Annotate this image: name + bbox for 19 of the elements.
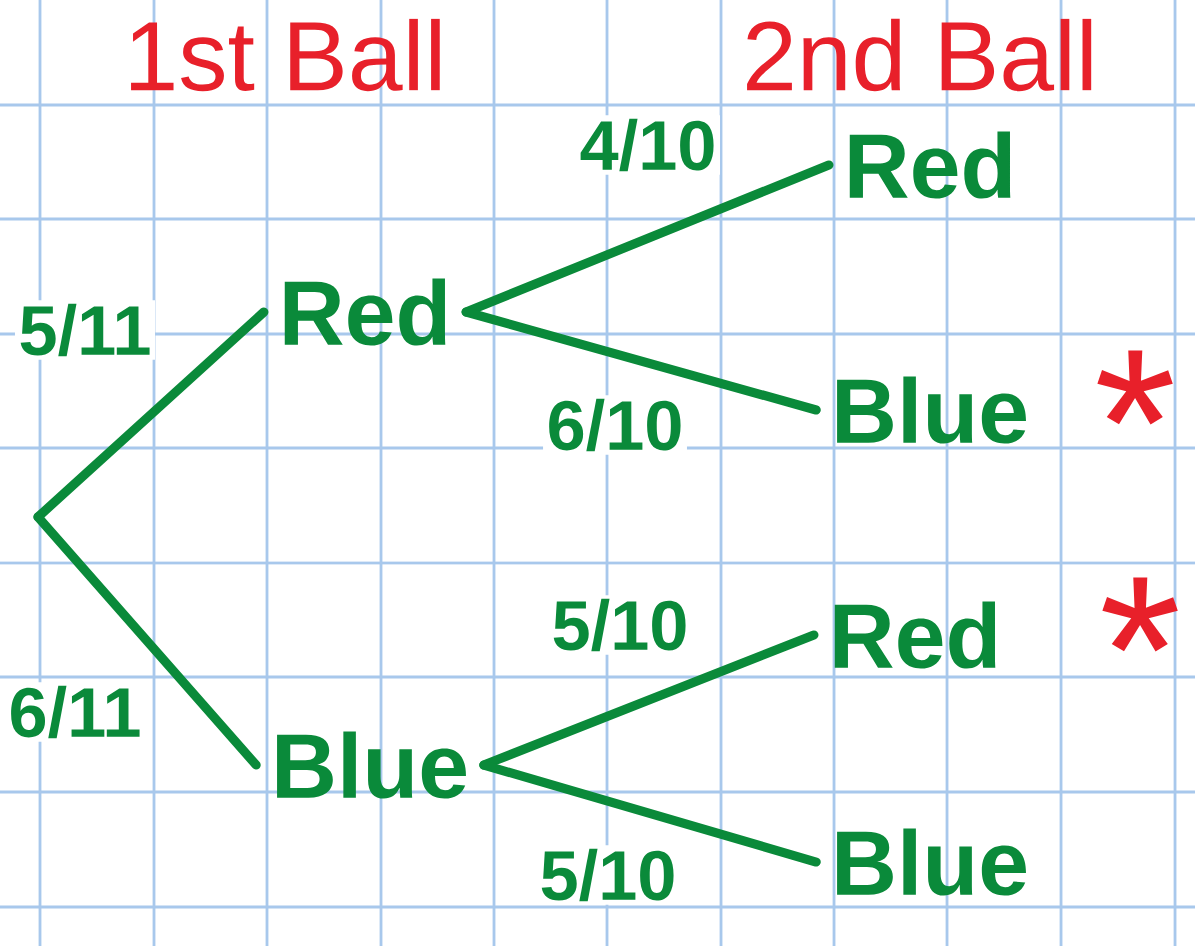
branch-outcome: Red: [284, 278, 446, 346]
branch-outcome: Red: [849, 131, 1011, 199]
branch-line: [33, 512, 261, 770]
probability-label: 6/11: [5, 682, 146, 742]
branch-line: [479, 760, 821, 867]
star-mark: *: [1097, 350, 1173, 425]
branch-outcome: Blue: [837, 828, 1026, 896]
column-heading: 2nd Ball: [747, 18, 1092, 92]
star-mark: *: [1102, 577, 1178, 652]
branch-outcome: Blue: [277, 731, 466, 799]
probability-label: 6/10: [543, 395, 687, 455]
column-heading: 1st Ball: [131, 18, 440, 92]
probability-label: 5/10: [548, 595, 692, 655]
probability-label: 5/11: [15, 300, 156, 360]
probability-label: 5/10: [536, 845, 680, 905]
branch-outcome: Blue: [837, 376, 1026, 444]
probability-label: 4/10: [576, 115, 720, 175]
branch-line: [461, 307, 821, 415]
branch-outcome: Red: [834, 601, 996, 669]
